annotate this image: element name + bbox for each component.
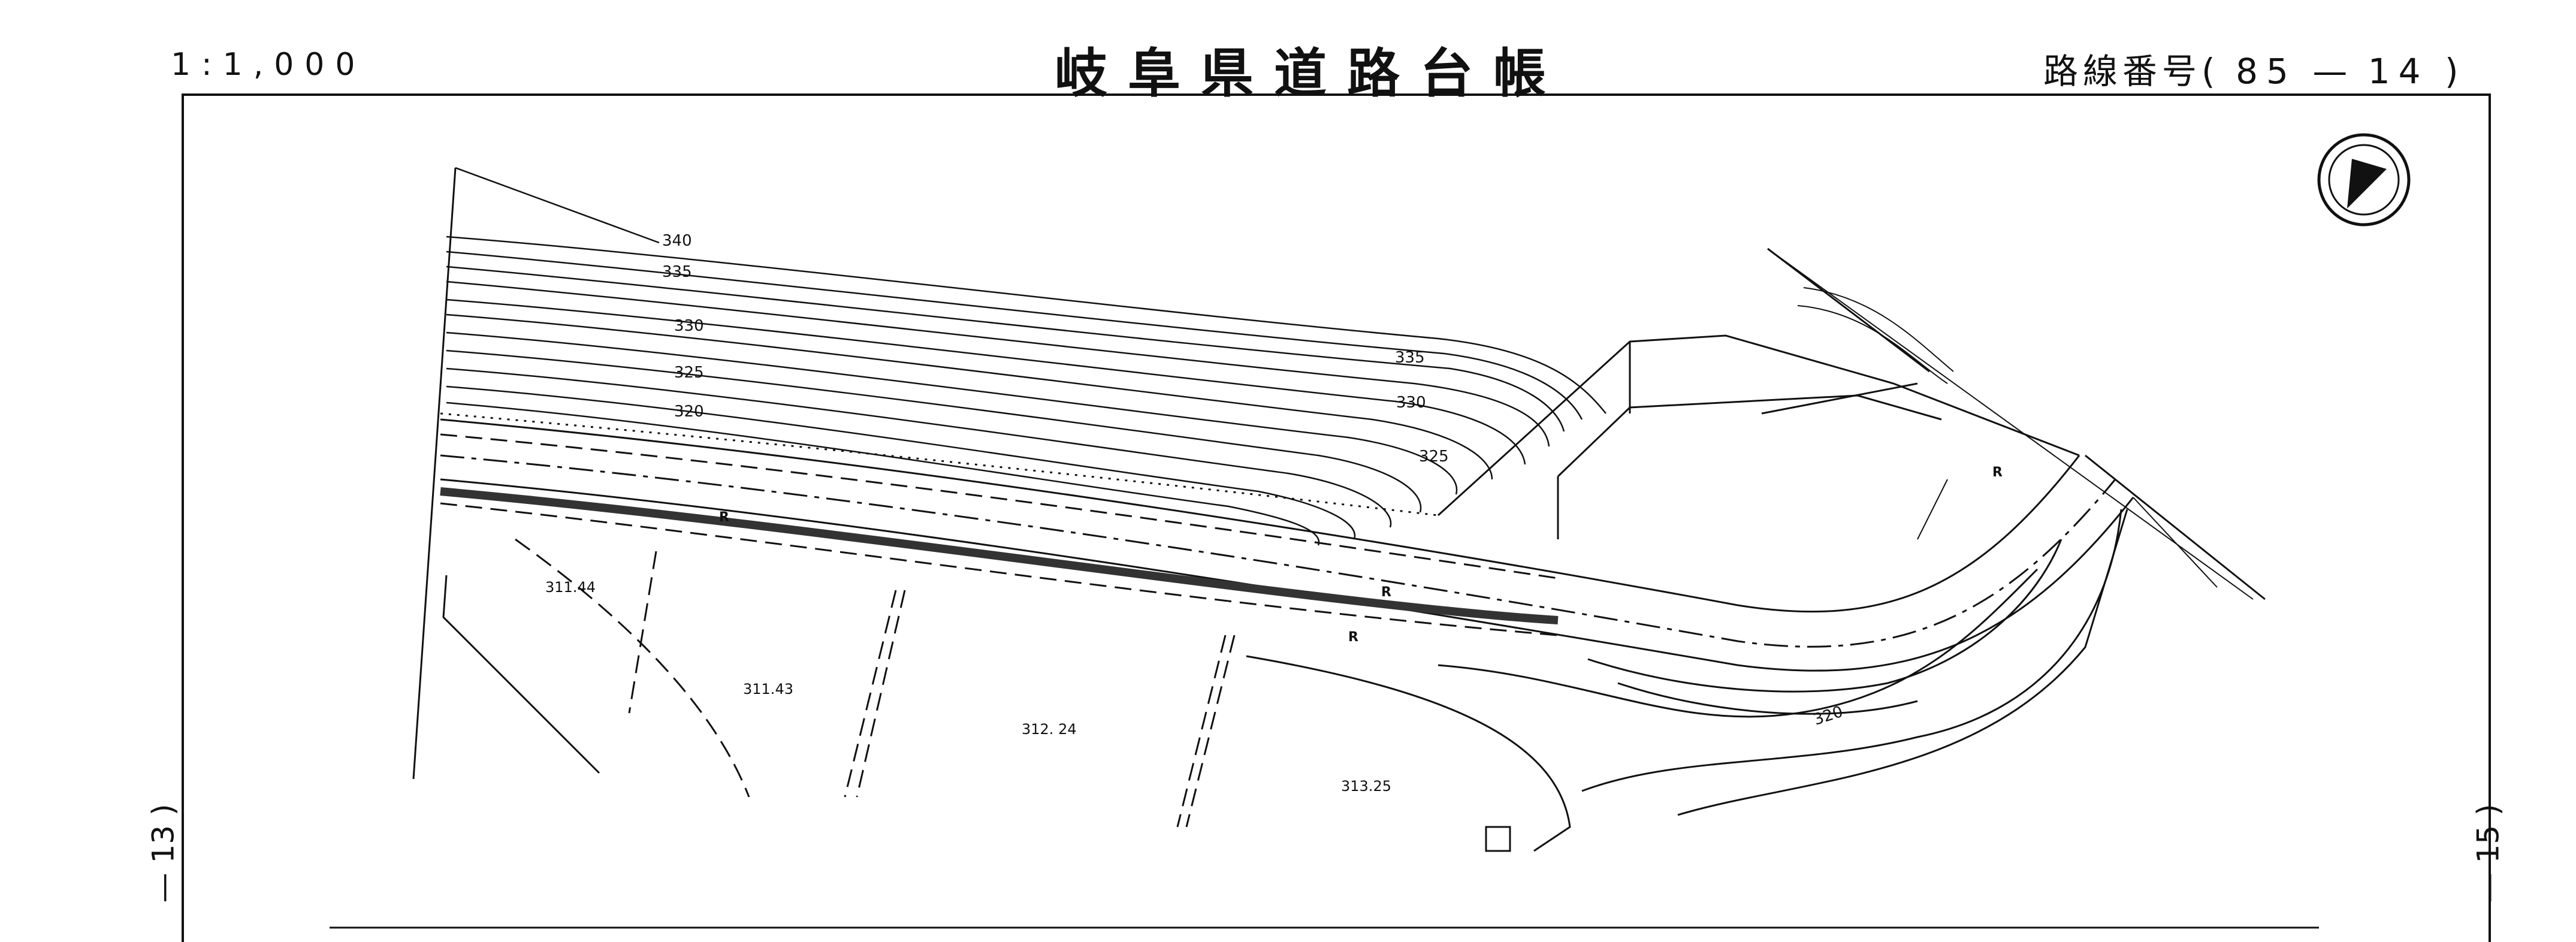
route-number: 路線番号( 85 — 14 )	[2043, 43, 2463, 93]
road-mark: R	[1381, 585, 1391, 600]
contour-label: 335	[662, 263, 692, 281]
route-main-number: 85	[2236, 51, 2297, 92]
route-close-paren: )	[2445, 51, 2463, 92]
contour-label: 325	[1419, 448, 1449, 466]
route-sub-number: 14	[2367, 51, 2429, 92]
road-mark-group: R R R R	[719, 465, 2003, 645]
forest-area	[1437, 247, 2266, 600]
spot-height: 312. 24	[1022, 721, 1077, 738]
road-mark: R	[1348, 630, 1358, 645]
contour-label: 330	[674, 317, 704, 335]
contour-label: 320	[1811, 703, 1845, 729]
contour-label: 335	[1395, 349, 1425, 367]
road-mark: R	[1992, 465, 2003, 480]
contour-label: 325	[674, 364, 704, 382]
parcel-boundaries	[628, 551, 1236, 828]
spot-height: 311.43	[743, 681, 793, 698]
road-lines	[440, 412, 2134, 672]
road-mark: R	[719, 510, 729, 525]
route-dash: —	[2312, 51, 2352, 92]
route-number-label: 路線番号	[2043, 51, 2202, 92]
scale-label: 1:1,000	[171, 47, 366, 83]
contour-label: 320	[674, 403, 704, 421]
contour-label: 330	[1396, 394, 1426, 412]
spot-height: 313.25	[1341, 778, 1391, 795]
lower-slope	[1246, 509, 2128, 852]
north-arrow-icon	[2317, 133, 2411, 227]
route-open-paren: (	[2201, 51, 2220, 92]
spot-height: 311.44	[545, 579, 596, 596]
contour-label: 340	[662, 232, 692, 250]
contour-lines	[446, 167, 1606, 546]
map-frame	[182, 93, 2491, 942]
spot-height-group: 311.44 311.43 312. 24 313.25	[545, 579, 1391, 795]
